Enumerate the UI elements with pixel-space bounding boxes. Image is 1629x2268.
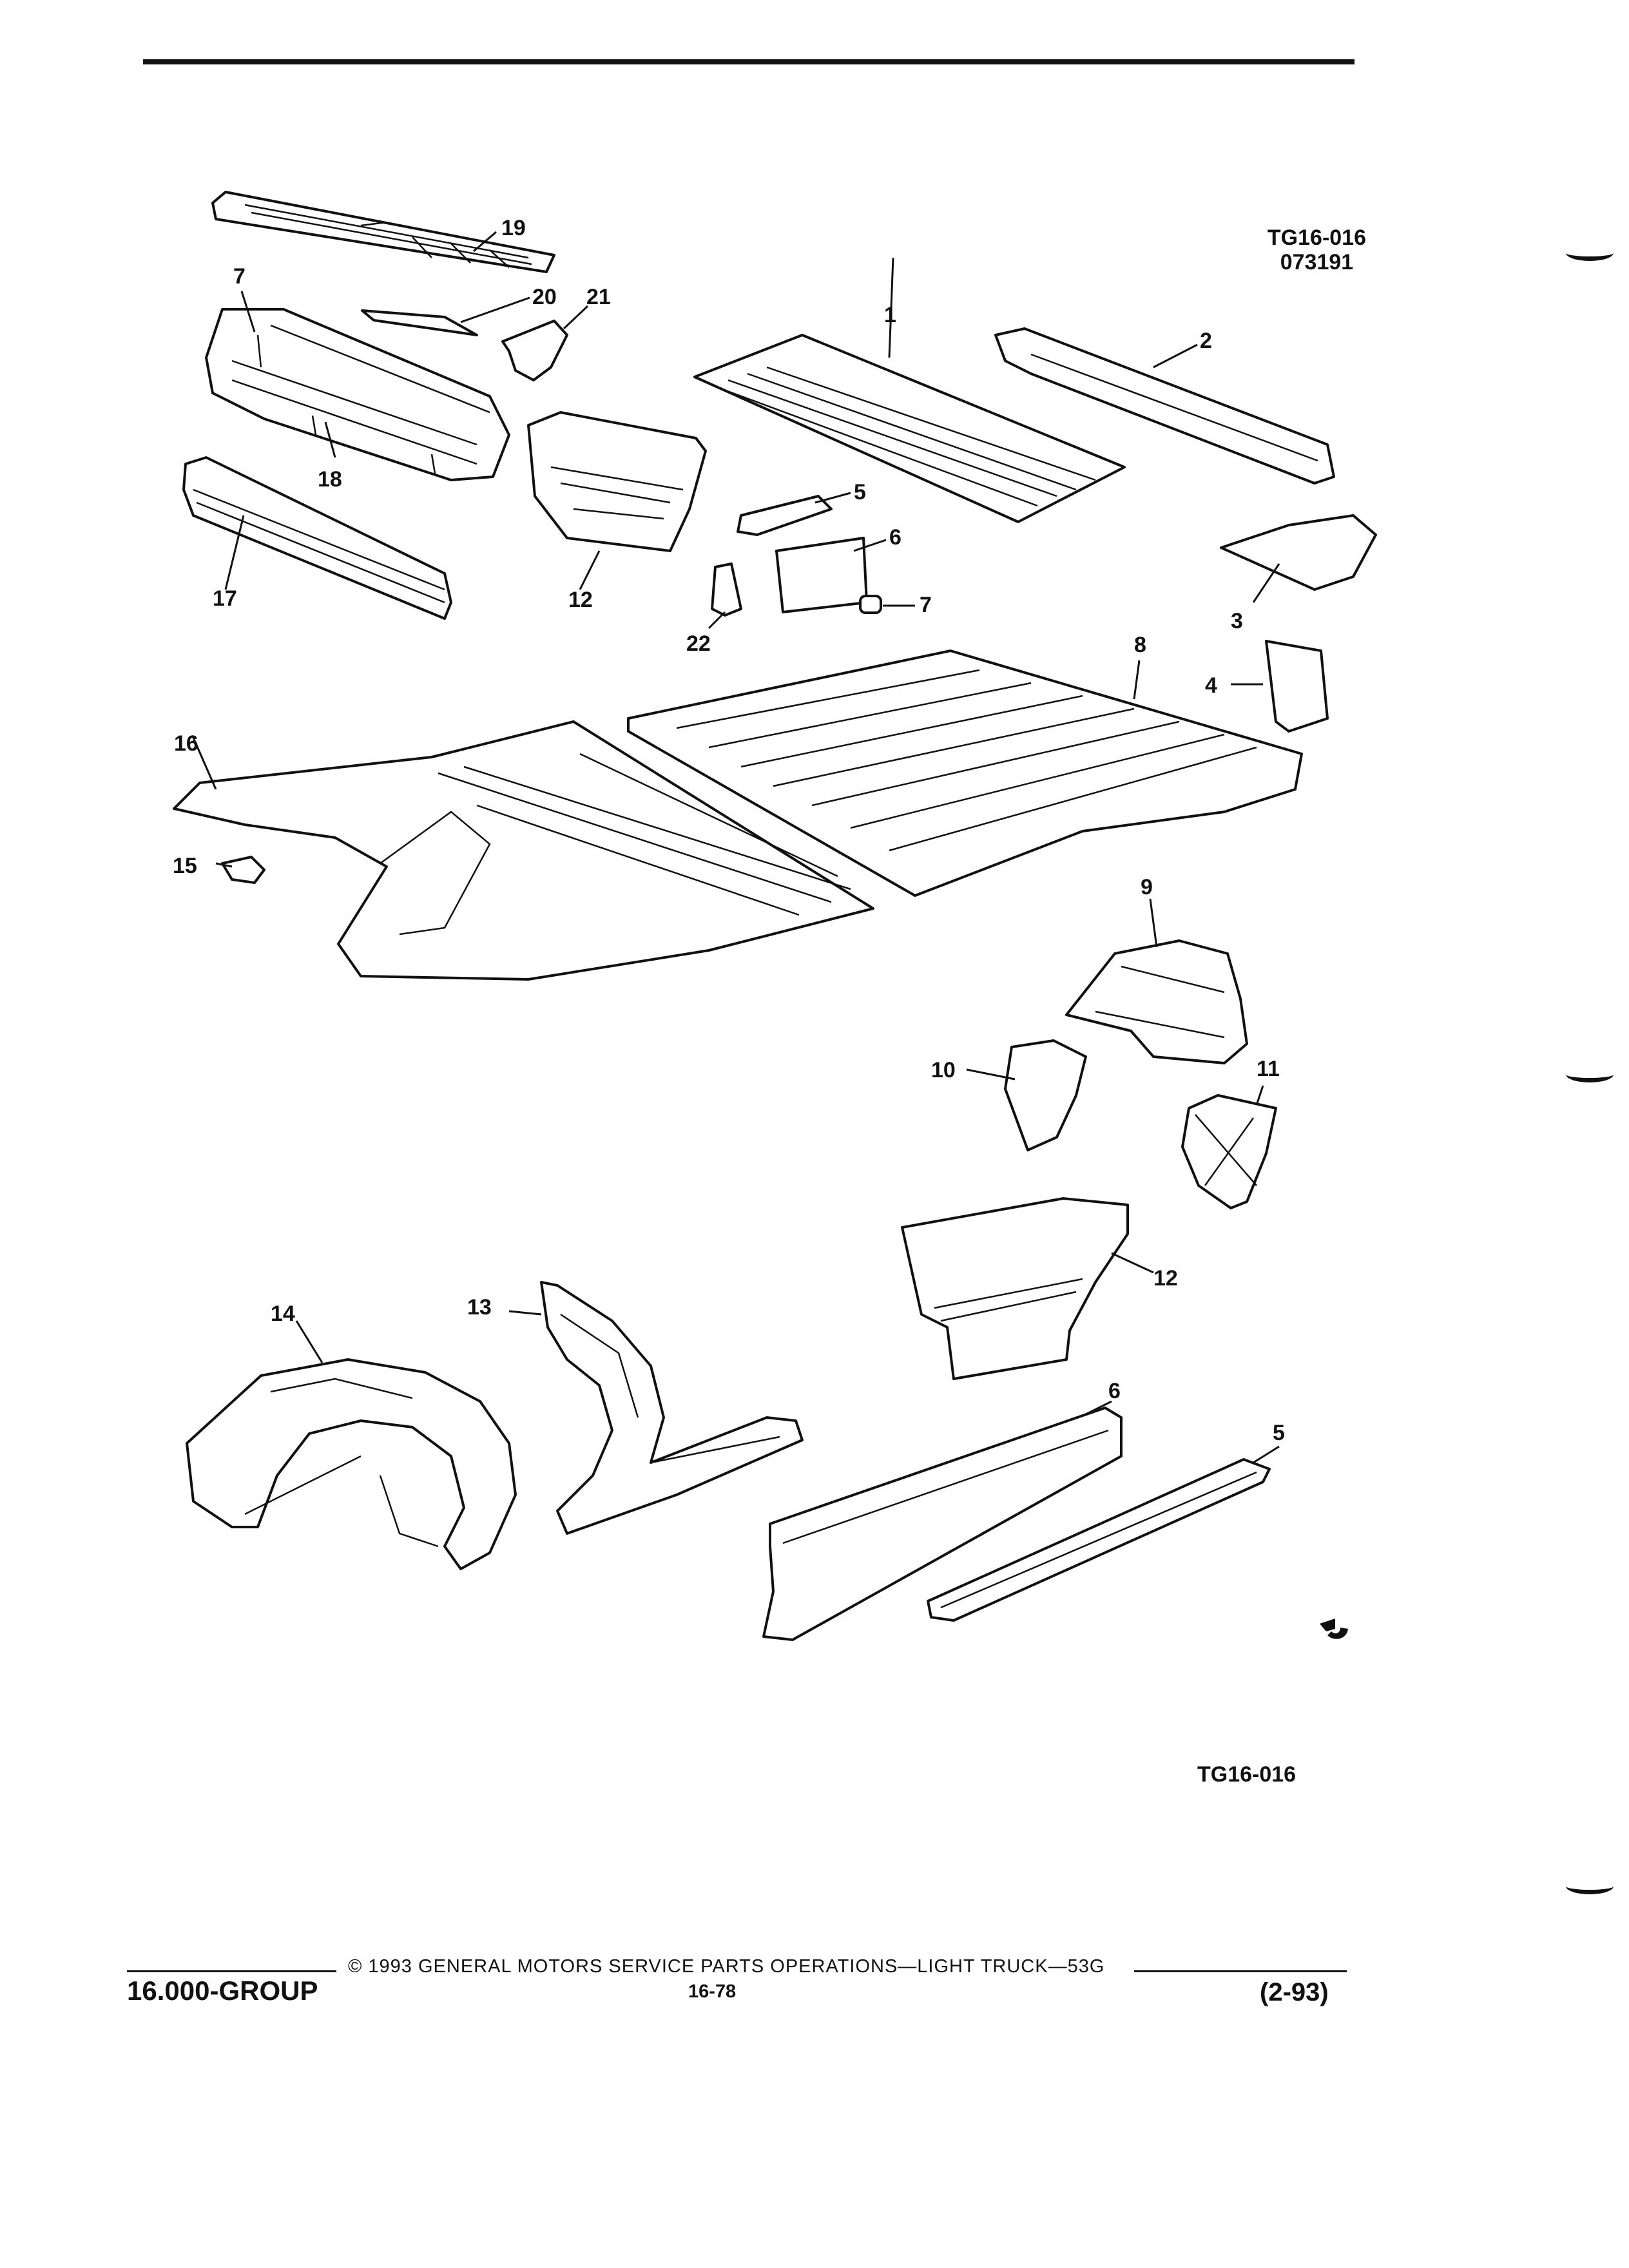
- callout-2: 2: [1200, 329, 1212, 353]
- callout-13: 13: [467, 1295, 492, 1320]
- part-2: [994, 327, 1335, 485]
- part-12-upper: [527, 411, 707, 552]
- callout-12-upper: 12: [568, 588, 593, 612]
- part-18: [205, 308, 510, 481]
- reference-code-top: TG16-016 073191: [1268, 226, 1366, 274]
- scan-hole-mark-2: [1566, 1066, 1614, 1082]
- part-20: [361, 309, 478, 336]
- callout-1: 1: [884, 303, 896, 327]
- callout-11: 11: [1257, 1057, 1280, 1081]
- part-13: [540, 1281, 804, 1535]
- part-16: [173, 720, 874, 981]
- callout-7: 7: [920, 593, 932, 617]
- part-11: [1181, 1094, 1277, 1209]
- callout-22: 22: [686, 631, 711, 656]
- part-6-upper: [775, 537, 868, 613]
- part-10: [1004, 1039, 1087, 1151]
- callout-16: 16: [174, 731, 198, 756]
- part-5-upper: [737, 495, 833, 536]
- reference-code-bottom: TG16-016: [1197, 1762, 1296, 1787]
- footer-revision: (2-93): [1260, 1978, 1329, 2006]
- callout-6-upper: 6: [889, 525, 901, 550]
- footer-group: 16.000-GROUP: [127, 1975, 318, 2006]
- part-19: [211, 191, 555, 273]
- callout-8: 8: [1134, 633, 1146, 657]
- callout-15: 15: [173, 854, 197, 878]
- part-4: [1265, 640, 1329, 733]
- part-7-clip: [859, 595, 882, 614]
- part-15: [221, 856, 265, 884]
- footer-page-number: 16-78: [688, 1981, 737, 2002]
- callout-21: 21: [586, 285, 611, 309]
- top-rule: [143, 59, 1354, 64]
- part-12-lower: [901, 1197, 1129, 1380]
- part-17: [182, 456, 452, 620]
- callout-6-lower: 6: [1108, 1379, 1121, 1403]
- callout-9: 9: [1141, 875, 1153, 899]
- scan-hole-mark-3: [1566, 1878, 1614, 1894]
- callout-19: 19: [501, 216, 526, 240]
- callout-10: 10: [931, 1058, 956, 1082]
- part-14: [186, 1358, 517, 1570]
- callout-20: 20: [532, 285, 557, 309]
- callout-17: 17: [213, 586, 237, 611]
- part-1: [693, 334, 1126, 523]
- reference-date-code: 073191: [1280, 250, 1354, 274]
- part-3: [1220, 514, 1377, 591]
- part-22: [711, 562, 742, 617]
- callout-4: 4: [1205, 673, 1217, 698]
- callout-5-lower: 5: [1273, 1421, 1285, 1445]
- part-5-lower: [927, 1458, 1271, 1622]
- callout-labels: 19 7 20 21 1 2 18 5 6 7 17 12 22 3 8 4 1…: [173, 216, 1285, 1445]
- scan-hole-mark-1: [1566, 245, 1614, 261]
- footer-rule-right: [1134, 1970, 1347, 1972]
- catalog-logo-mark: [1320, 1619, 1348, 1639]
- part-6-lower: [762, 1407, 1123, 1641]
- footer-rule-left: [127, 1970, 336, 1972]
- callout-12-lower: 12: [1153, 1266, 1178, 1291]
- reference-code: TG16-016: [1267, 226, 1366, 250]
- part-9: [1065, 939, 1248, 1064]
- callout-5-upper: 5: [854, 480, 866, 505]
- leader-lines: [192, 231, 1280, 1464]
- part-8: [627, 649, 1303, 897]
- callout-3: 3: [1231, 609, 1243, 633]
- part-21: [501, 320, 568, 381]
- footer-copyright: © 1993 GENERAL MOTORS SERVICE PARTS OPER…: [348, 1956, 1105, 1977]
- callout-18: 18: [318, 467, 342, 492]
- callout-7-top: 7: [233, 264, 246, 289]
- callout-14: 14: [271, 1302, 295, 1326]
